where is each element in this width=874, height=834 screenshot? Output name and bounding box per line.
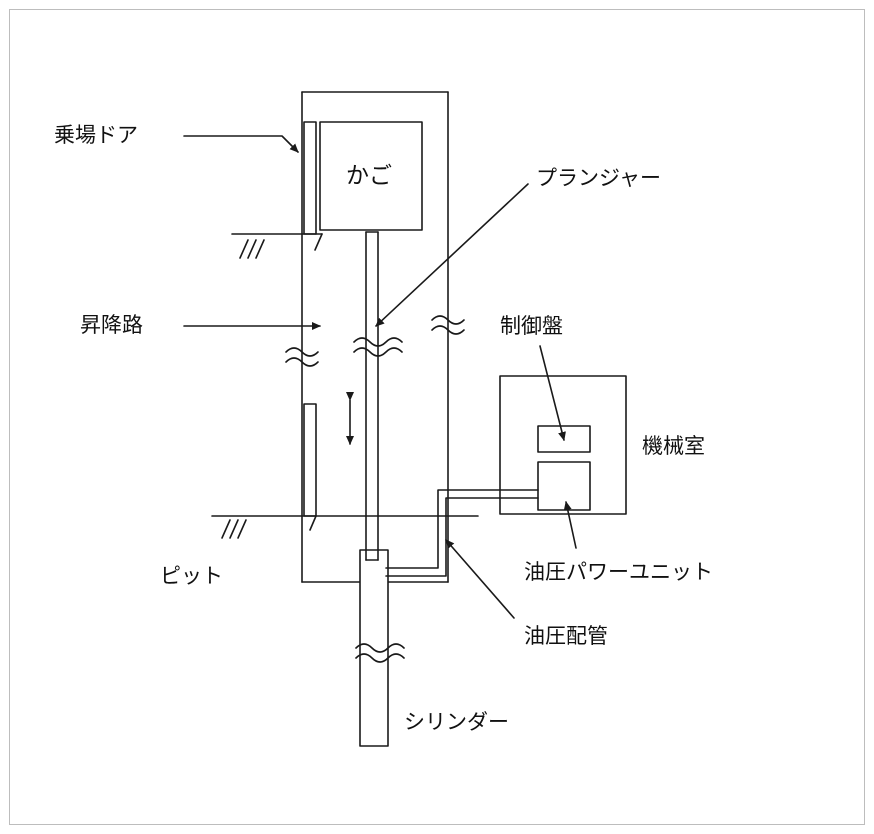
machine-room (499, 375, 627, 515)
cylinder (359, 549, 389, 747)
label-cylinder: シリンダー (404, 710, 509, 734)
control-panel-box (537, 425, 591, 453)
leader-arrows (183, 135, 577, 619)
lower-landing-door (303, 403, 317, 517)
break-marks (285, 315, 465, 663)
hydraulic-piping (385, 489, 539, 577)
label-pit: ピット (160, 564, 223, 588)
label-machine-room: 機械室 (642, 434, 705, 458)
car (319, 121, 423, 231)
label-power-unit: 油圧パワーユニット (524, 560, 713, 584)
label-landing-door: 乗場ドア (54, 123, 138, 147)
label-car: かご (346, 163, 392, 189)
label-hydraulic-piping: 油圧配管 (524, 624, 608, 648)
plunger (365, 231, 379, 561)
power-unit-box (537, 461, 591, 511)
label-control-panel: 制御盤 (500, 314, 563, 338)
label-plunger: プランジャー (536, 166, 661, 190)
upper-landing-door (303, 121, 317, 235)
upper-floor (231, 233, 323, 259)
diagram-frame (9, 9, 865, 825)
hoistway-shaft (301, 91, 449, 583)
pit-floor (211, 515, 479, 539)
label-hoistway: 昇降路 (80, 313, 143, 337)
